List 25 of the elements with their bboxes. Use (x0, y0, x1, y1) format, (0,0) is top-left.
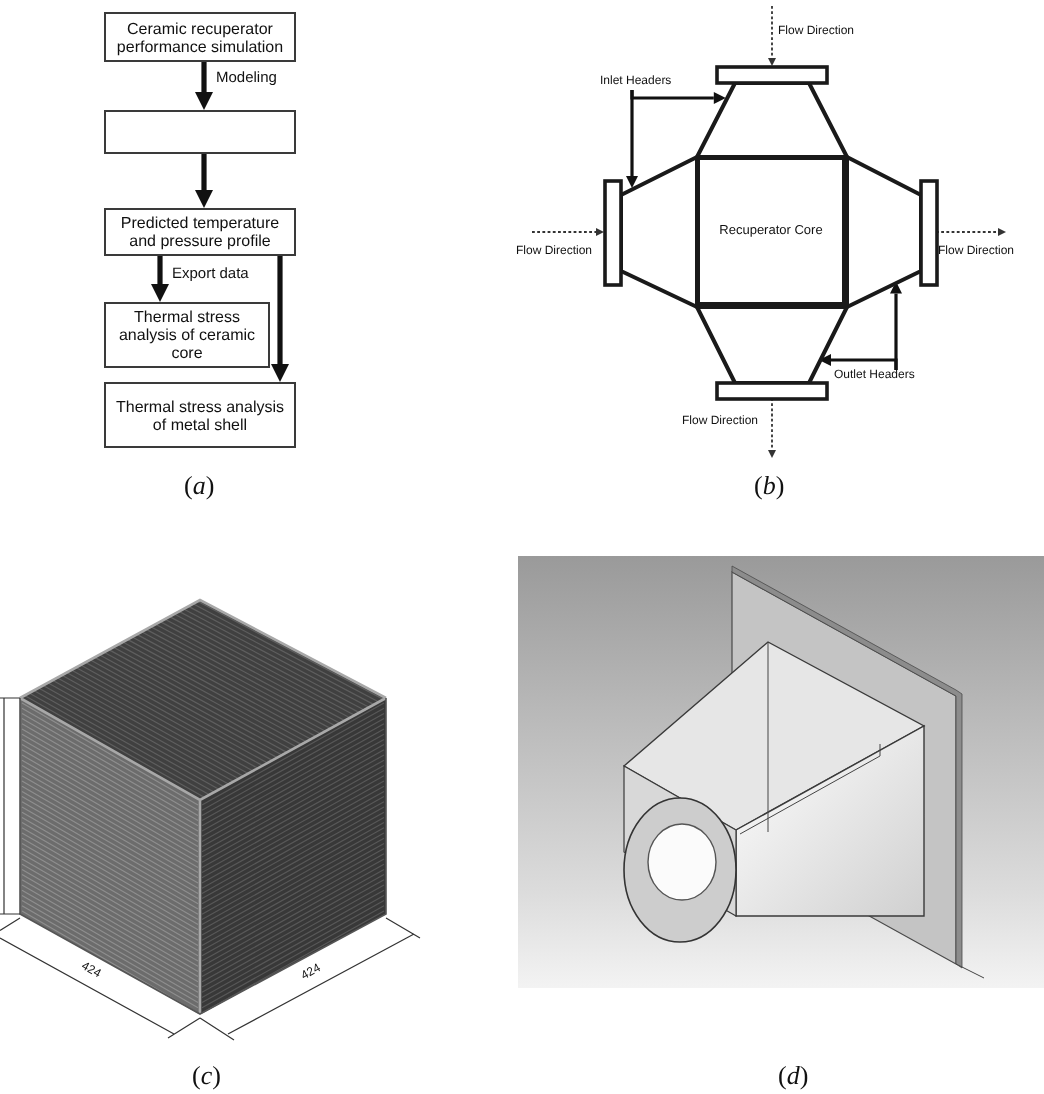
arrow (195, 154, 213, 208)
process-box (104, 12, 296, 62)
step-text: Ceramic recuperator performance simulation (114, 19, 286, 55)
duct-header (843, 153, 939, 309)
arrow (195, 62, 213, 110)
duct-header (693, 63, 849, 159)
panel-label: (c) (192, 1062, 221, 1090)
step-text: Thermal stress analysis of metal shell (113, 397, 287, 433)
step-text: Thermal stress analysis of ceramic core (116, 308, 258, 362)
leader-arrow (626, 90, 638, 188)
panel-label: (d) (778, 1062, 809, 1090)
process-box (104, 382, 296, 448)
panel-label: (b) (754, 472, 785, 500)
core-square (696, 156, 846, 306)
arrow (271, 256, 289, 382)
leader-arrow (630, 90, 726, 104)
arrow (151, 256, 169, 302)
step-text: Predicted temperature and pressure profile (118, 214, 282, 250)
process-box (104, 110, 296, 154)
process-box (104, 208, 296, 256)
duct-header (601, 153, 699, 309)
panel-label: (a) (184, 472, 215, 500)
process-box (104, 302, 270, 368)
leader-arrow (890, 281, 902, 370)
leader-arrow (819, 354, 898, 370)
